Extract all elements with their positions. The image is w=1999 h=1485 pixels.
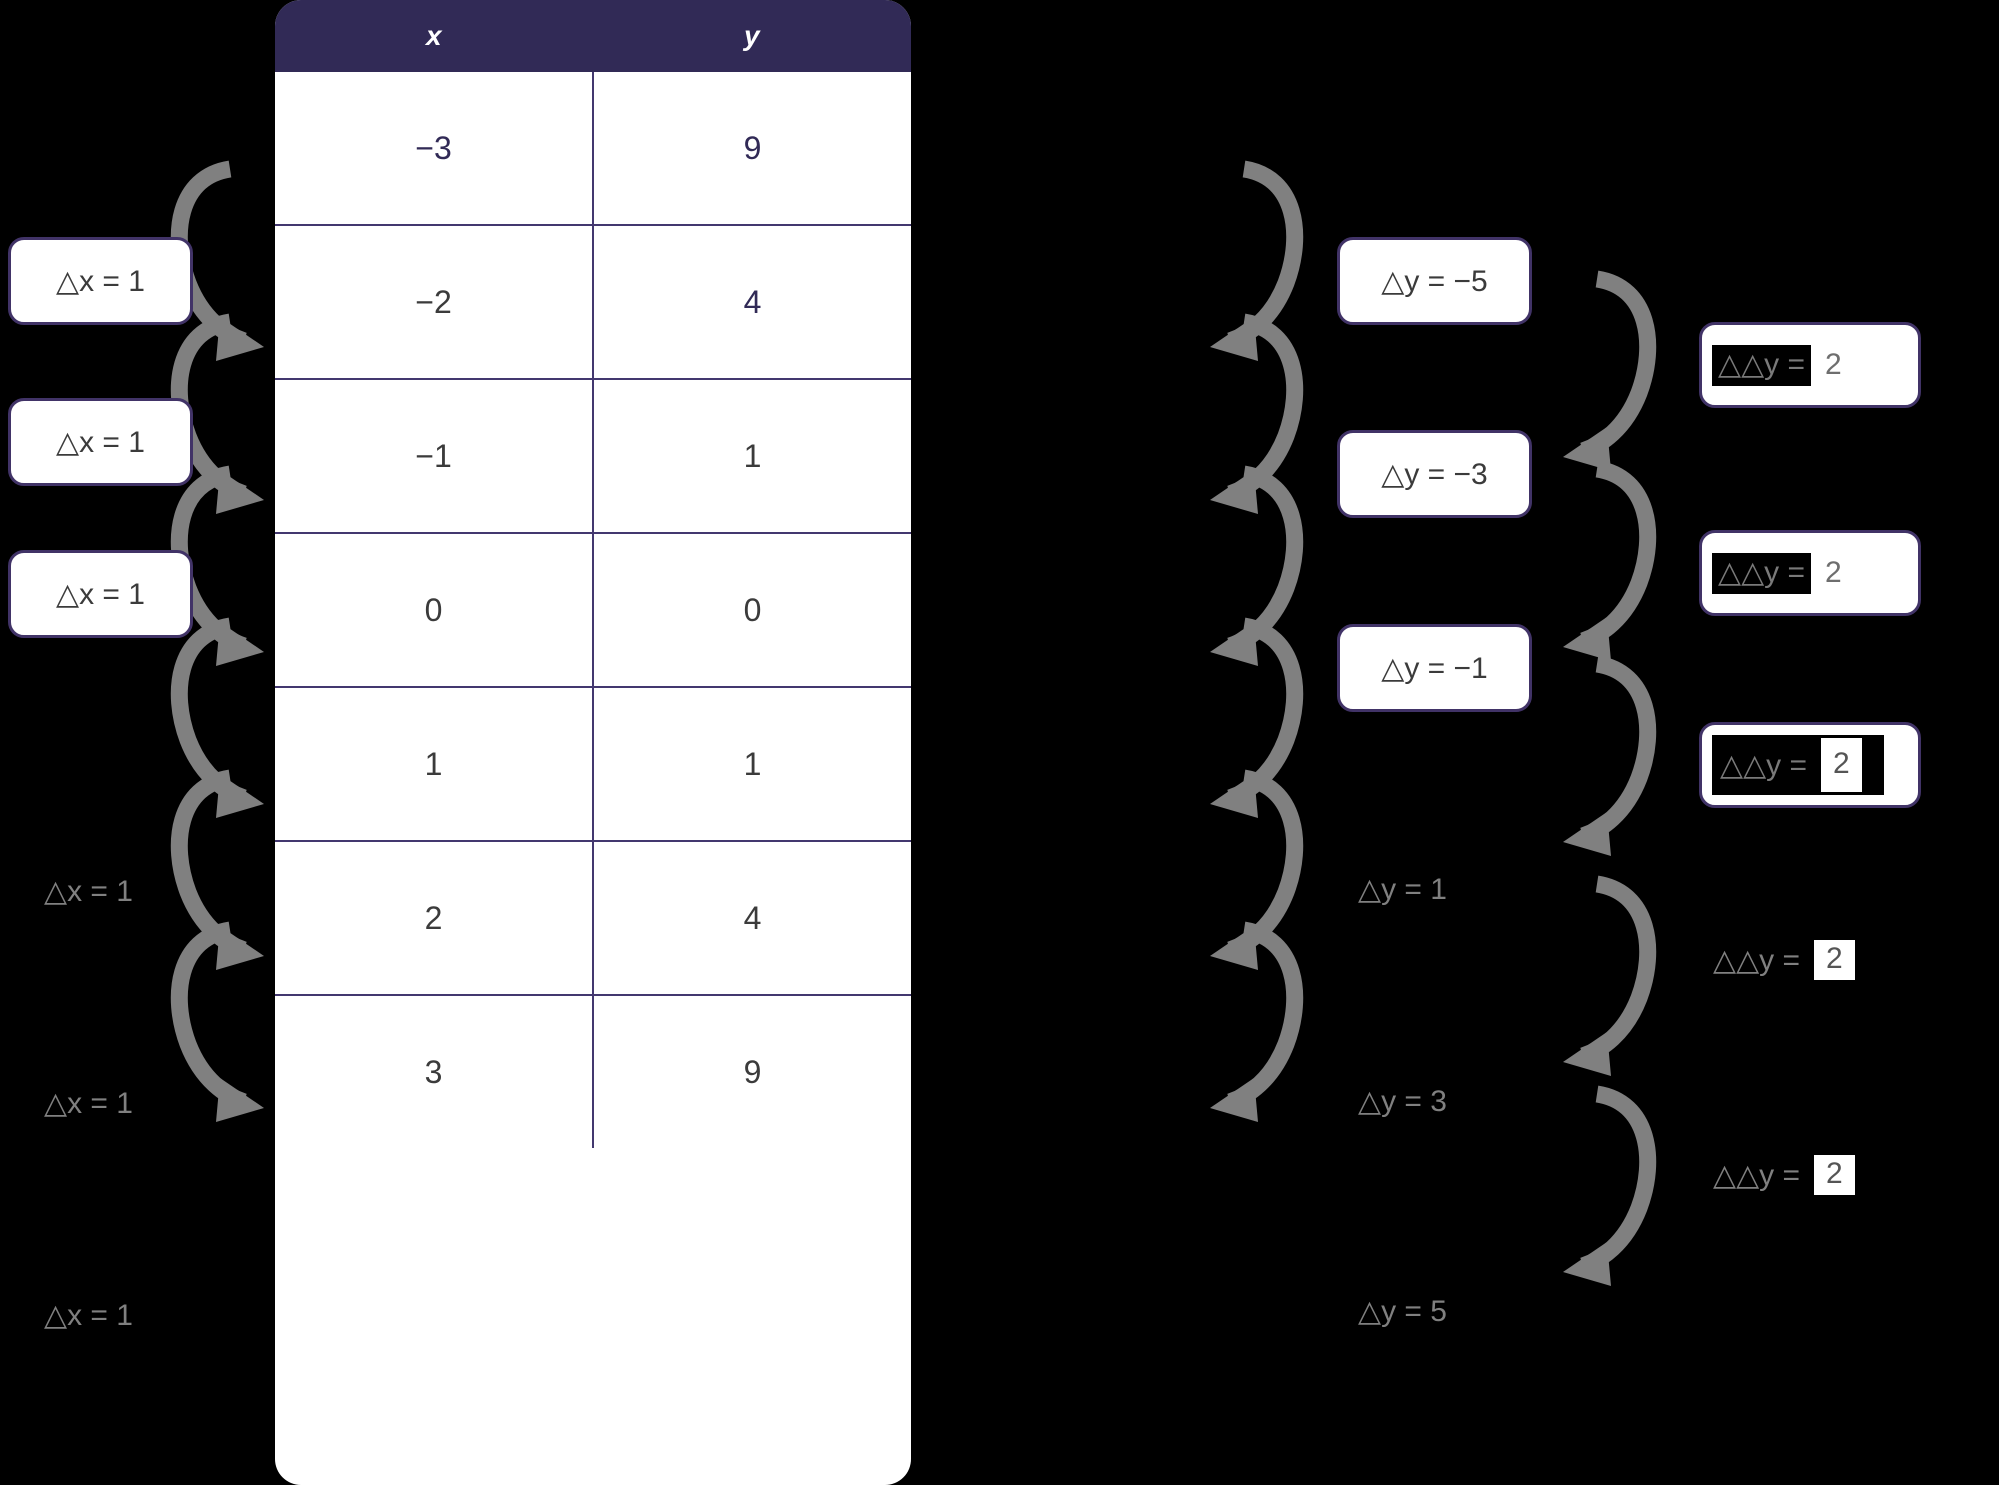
delta-y-text-4: △y = 1: [1358, 873, 1447, 906]
delta-delta-y-label-2[interactable]: △△y = 2: [1699, 530, 1921, 616]
delta-y-text-3: △y = −1: [1381, 651, 1488, 685]
delta-y-label-4: △y = 1: [1358, 872, 1447, 907]
table-row: 1 1: [275, 686, 911, 840]
delta-x-text-4: △x = 1: [44, 875, 133, 908]
table-row: −2 4: [275, 224, 911, 378]
delta-x-text-1: △x = 1: [56, 264, 145, 298]
table-header-y: y: [743, 20, 761, 51]
delta-delta-y-arrow-5: [1548, 1080, 1678, 1300]
cell-y: 9: [592, 72, 911, 224]
delta-y-text-1: △y = −5: [1381, 264, 1488, 298]
delta-delta-y-arrow-3: [1548, 650, 1678, 870]
delta-x-label-2: △x = 1: [8, 398, 193, 486]
cell-y: 4: [592, 842, 911, 994]
text-cursor-icon: [1855, 344, 1859, 386]
cell-x: 2: [424, 899, 443, 936]
table-row: 3 9: [275, 994, 911, 1148]
delta-delta-y-value-4: 2: [1814, 940, 1855, 980]
cell-x: 0: [424, 591, 443, 628]
table-row: −3 9: [275, 72, 911, 224]
table-header-row: x y: [275, 0, 911, 72]
delta-x-arrow-6: [168, 916, 268, 1136]
delta-y-text-6: △y = 5: [1358, 1295, 1447, 1328]
cell-x: −1: [415, 437, 452, 474]
delta-y-arrow-6: [1195, 916, 1325, 1136]
delta-y-label-2: △y = −3: [1337, 430, 1532, 518]
text-cursor-icon: [1855, 552, 1859, 594]
cell-y: 0: [592, 534, 911, 686]
cell-x: 3: [424, 1053, 443, 1090]
delta-x-label-4: △x = 1: [44, 874, 133, 909]
delta-x-label-5: △x = 1: [44, 1086, 133, 1121]
cell-y: 1: [592, 688, 911, 840]
delta-x-label-1: △x = 1: [8, 237, 193, 325]
table-row: 0 0: [275, 532, 911, 686]
delta-x-label-3: △x = 1: [8, 550, 193, 638]
delta-delta-y-value-5: 2: [1814, 1155, 1855, 1195]
delta-delta-y-arrow-4: [1548, 870, 1678, 1090]
delta-delta-y-label-4: △△y = 2: [1713, 940, 1855, 980]
delta-delta-y-prefix-4: △△y =: [1713, 943, 1800, 977]
delta-x-text-3: △x = 1: [56, 577, 145, 611]
cell-y: 4: [592, 226, 911, 378]
delta-delta-y-prefix-2: △△y =: [1712, 552, 1811, 594]
delta-x-text-5: △x = 1: [44, 1087, 133, 1120]
delta-delta-y-arrow-1: [1548, 265, 1678, 485]
delta-y-text-5: △y = 3: [1358, 1085, 1447, 1118]
delta-y-text-2: △y = −3: [1381, 457, 1488, 491]
delta-delta-y-label-1[interactable]: △△y = 2: [1699, 322, 1921, 408]
delta-delta-y-prefix-3: △△y =: [1720, 748, 1807, 782]
table-row: 2 4: [275, 840, 911, 994]
table-row: −1 1: [275, 378, 911, 532]
delta-delta-y-arrow-2: [1548, 455, 1678, 675]
cell-y: 1: [592, 380, 911, 532]
delta-delta-y-value-1: 2: [1825, 348, 1842, 381]
delta-y-label-6: △y = 5: [1358, 1294, 1447, 1329]
delta-delta-y-label-5: △△y = 2: [1713, 1155, 1855, 1195]
delta-delta-y-value-3: 2: [1821, 738, 1862, 792]
table-header-x: x: [425, 20, 443, 51]
delta-y-label-5: △y = 3: [1358, 1084, 1447, 1119]
delta-delta-y-prefix-1: △△y =: [1712, 344, 1811, 386]
values-table: x y −3 9 −2 4 −1 1 0 0 1 1 2 4 3 9: [275, 0, 911, 1485]
delta-delta-y-value-2: 2: [1825, 556, 1842, 589]
delta-y-label-3: △y = −1: [1337, 624, 1532, 712]
cell-y: 9: [592, 996, 911, 1148]
cell-x: 1: [424, 745, 443, 782]
delta-x-text-6: △x = 1: [44, 1299, 133, 1332]
cell-x: −3: [415, 129, 452, 166]
delta-delta-y-label-3[interactable]: △△y = 2: [1699, 722, 1921, 808]
table-body: −3 9 −2 4 −1 1 0 0 1 1 2 4 3 9: [275, 72, 911, 1148]
delta-y-label-1: △y = −5: [1337, 237, 1532, 325]
cell-x: −2: [415, 283, 452, 320]
delta-x-label-6: △x = 1: [44, 1298, 133, 1333]
delta-delta-y-prefix-5: △△y =: [1713, 1158, 1800, 1192]
delta-x-text-2: △x = 1: [56, 425, 145, 459]
